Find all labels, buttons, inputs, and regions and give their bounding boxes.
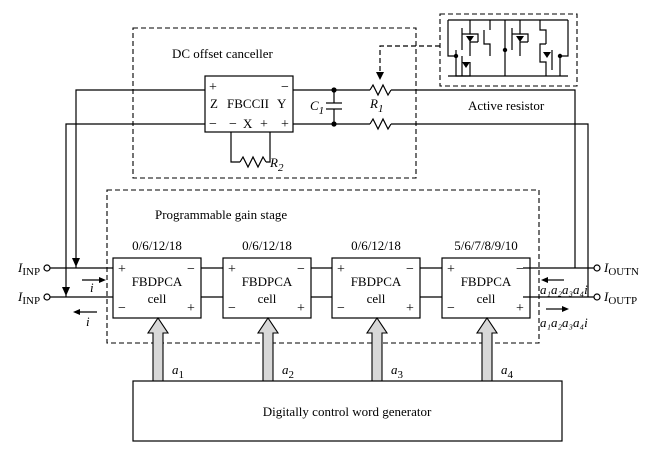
- cell-sub: cell: [367, 291, 386, 306]
- cell-name: FBDPCA: [461, 274, 512, 289]
- gain-stage-region: [106, 189, 540, 344]
- cell-plus-tl: +: [337, 262, 345, 277]
- label-i-2: i: [86, 314, 90, 329]
- active-resistor-label: Active resistor: [468, 98, 545, 113]
- fbccii-port-z: Z: [210, 96, 218, 111]
- cell-gain-label: 0/6/12/18: [351, 238, 401, 253]
- cell-name: FBDPCA: [351, 274, 402, 289]
- active-resistor-region: [439, 13, 578, 87]
- label-out-current-2: a₁a₂a₃a₄i: [540, 315, 588, 330]
- cell-minus-bl: −: [228, 301, 236, 316]
- cell-plus-br: +: [406, 301, 414, 316]
- cell-sub: cell: [477, 291, 496, 306]
- control-word-label: a2: [282, 362, 294, 381]
- control-bus-arrow: [146, 317, 170, 382]
- r2-wire-left: [230, 132, 240, 163]
- arrow-out-1-head: [541, 277, 548, 283]
- cell-sub: cell: [258, 291, 277, 306]
- fbccii-port-x: X: [243, 116, 253, 131]
- fbccii-port-y: Y: [277, 96, 287, 111]
- label-out-current-1: a₁a₂a₃a₄i: [540, 282, 588, 297]
- control-arrowhead: [376, 72, 384, 80]
- r2-resistor: [239, 155, 267, 169]
- control-bus-arrow: [365, 317, 389, 382]
- cell-gain-label: 5/6/7/8/9/10: [454, 238, 518, 253]
- c1-label: C1: [310, 98, 324, 117]
- r2-label: R2: [269, 155, 284, 174]
- cell-name: FBDPCA: [242, 274, 293, 289]
- cell-plus-br: +: [187, 301, 195, 316]
- fbdpca-cell-3: [331, 257, 421, 319]
- label-i-inp-1: IINP: [17, 260, 40, 278]
- r1-bottom-resistor: [369, 117, 392, 131]
- cell-plus-br: +: [516, 301, 524, 316]
- fbccii-minus-left: −: [209, 117, 217, 132]
- arrow-out-2-head: [562, 306, 569, 312]
- wire-r1-top-out: [391, 89, 576, 268]
- fbccii-block: [204, 75, 294, 133]
- control-bus-arrow: [256, 317, 280, 382]
- wire-r1-bottom-out: [391, 123, 589, 297]
- cell-minus-bl: −: [337, 301, 345, 316]
- pin-i-outp: [593, 293, 601, 301]
- control-word-label: a4: [501, 362, 514, 381]
- pin-i-inp-2: [43, 293, 51, 301]
- r1-label: R1: [369, 96, 383, 115]
- label-i-outn: IOUTN: [603, 260, 639, 278]
- cell-plus-tl: +: [447, 262, 455, 277]
- word-generator-label: Digitally control word generator: [263, 404, 432, 419]
- arrow-i-2-head: [73, 309, 80, 315]
- arrow-feedback-1: [72, 258, 80, 267]
- fbdpca-cell-1: [112, 257, 202, 319]
- control-word-label: a3: [391, 362, 404, 381]
- gain-stage-label: Programmable gain stage: [155, 207, 287, 222]
- label-i-1: i: [90, 280, 94, 295]
- cells-group: 0/6/12/18 + − − + FBDPCA cell a1 0/6/12/18 + − − + FB…: [112, 238, 531, 382]
- fbccii-title: FBCCII: [227, 96, 269, 111]
- cell-plus-tl: +: [118, 262, 126, 277]
- cell-minus-tr: −: [516, 262, 524, 277]
- cell-plus-br: +: [297, 301, 305, 316]
- arrow-feedback-2: [62, 287, 70, 296]
- cell-minus-tr: −: [297, 262, 305, 277]
- fbccii-plus-left: +: [209, 80, 217, 95]
- fbdpca-cell-4: [441, 257, 531, 319]
- pin-i-outn: [593, 264, 601, 272]
- wire-z-plus: [75, 89, 205, 268]
- cell-name: FBDPCA: [132, 274, 183, 289]
- fbccii-plus-right: +: [281, 117, 289, 132]
- label-i-outp: IOUTP: [603, 289, 637, 307]
- transistor-network: [447, 19, 569, 77]
- label-i-inp-2: IINP: [17, 289, 40, 307]
- cell-minus-bl: −: [118, 301, 126, 316]
- fbccii-plus-x: +: [260, 117, 268, 132]
- cell-minus-bl: −: [447, 301, 455, 316]
- arrow-i-1-head: [99, 277, 106, 283]
- cell-gain-label: 0/6/12/18: [132, 238, 182, 253]
- cell-gain-label: 0/6/12/18: [242, 238, 292, 253]
- r2-wire-right: [266, 132, 271, 163]
- cell-minus-tr: −: [187, 262, 195, 277]
- cell-minus-tr: −: [406, 262, 414, 277]
- wire-z-minus: [65, 123, 205, 297]
- dc-offset-label: DC offset canceller: [172, 46, 273, 61]
- word-generator-block: [132, 380, 563, 442]
- control-dashed-line: [379, 45, 440, 78]
- fbccii-minus-right: −: [281, 80, 289, 95]
- r1-top-resistor: [369, 83, 392, 97]
- pin-i-inp-1: [43, 264, 51, 272]
- fbdpca-cell-2: [222, 257, 312, 319]
- control-word-label: a1: [172, 362, 184, 381]
- fbccii-minus-x: −: [229, 117, 237, 132]
- control-bus-arrow: [475, 317, 499, 382]
- cell-plus-tl: +: [228, 262, 236, 277]
- cell-sub: cell: [148, 291, 167, 306]
